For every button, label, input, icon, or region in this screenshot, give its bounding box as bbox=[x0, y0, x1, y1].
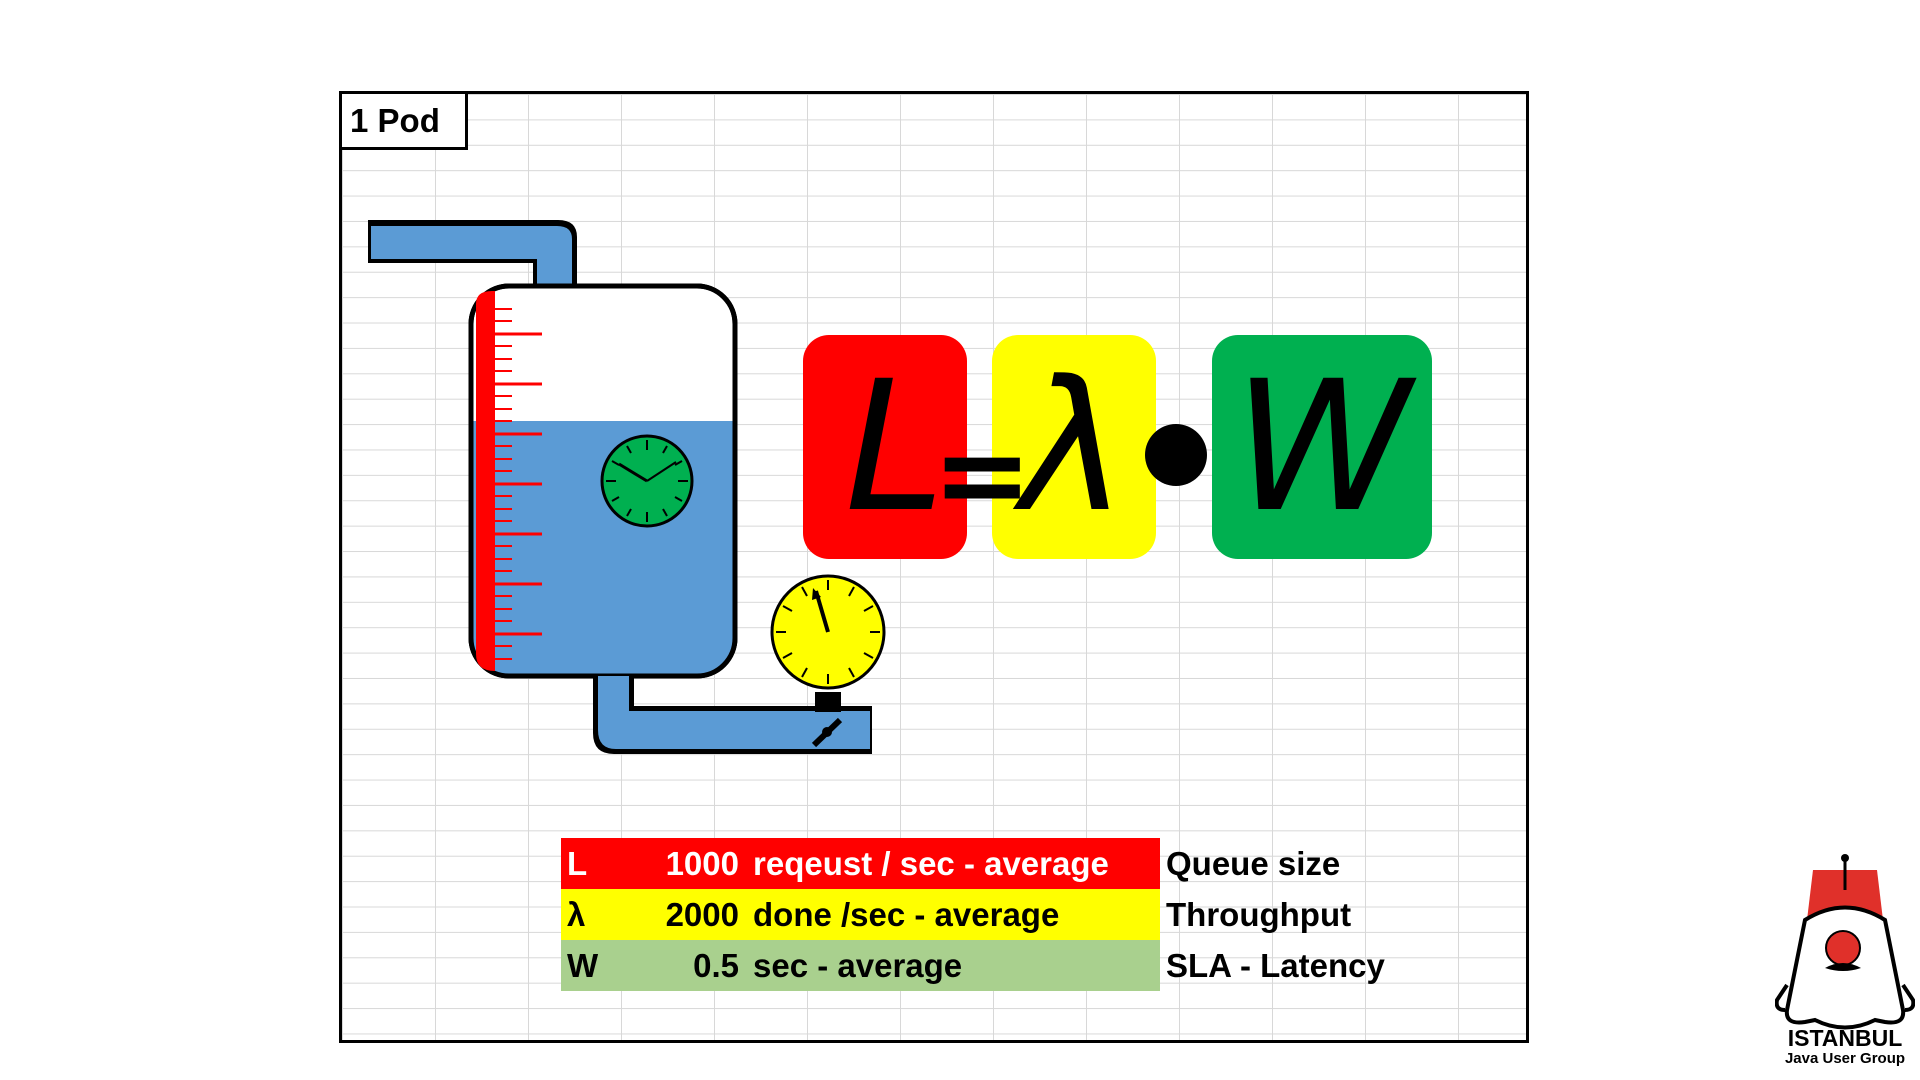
valve-icon bbox=[811, 717, 843, 748]
formula-w-box: W bbox=[1212, 335, 1432, 559]
formula-equals: = bbox=[932, 406, 1033, 545]
legend-description: done /sec - average bbox=[753, 895, 1060, 933]
diagram-frame: 1 Pod bbox=[339, 91, 1529, 1043]
legend-description: reqeust / sec - average bbox=[753, 844, 1109, 882]
legend-meaning: Throughput bbox=[1166, 895, 1352, 933]
logo-subtitle: Java User Group bbox=[1784, 1050, 1906, 1067]
legend-row-lambda: λ 2000 done /sec - average Throughput bbox=[561, 889, 1385, 940]
legend-row-colored-cells: W 0.5 sec - average bbox=[561, 940, 1160, 991]
legend-row-colored-cells: λ 2000 done /sec - average bbox=[561, 889, 1160, 940]
pod-label: 1 Pod bbox=[342, 94, 468, 150]
formula-lambda: λ bbox=[1020, 342, 1128, 552]
formula-multiply-dot bbox=[1145, 424, 1207, 486]
formula-l-box: L bbox=[803, 335, 967, 559]
legend-value: 0.5 bbox=[693, 946, 739, 984]
legend-description: sec - average bbox=[753, 946, 963, 984]
yellow-pressure-gauge-icon bbox=[770, 574, 886, 712]
legend-row-l: L 1000 reqeust / sec - average Queue siz… bbox=[561, 838, 1385, 889]
outlet-pipe bbox=[593, 676, 872, 754]
water-tank-illustration bbox=[368, 220, 886, 754]
duke-mascot-icon bbox=[1775, 854, 1915, 1030]
legend-row-colored-cells: L 1000 reqeust / sec - average bbox=[561, 838, 1160, 889]
logo-title: ISTANBUL bbox=[1787, 1025, 1903, 1051]
legend-meaning: SLA - Latency bbox=[1166, 946, 1385, 984]
legend-table: L 1000 reqeust / sec - average Queue siz… bbox=[561, 838, 1385, 991]
legend-symbol: λ bbox=[567, 895, 586, 933]
legend-value: 2000 bbox=[665, 895, 739, 933]
formula-lambda-box: λ bbox=[992, 335, 1156, 559]
legend-meaning: Queue size bbox=[1166, 844, 1341, 882]
legend-value: 1000 bbox=[665, 844, 739, 882]
formula-l: L bbox=[844, 342, 946, 552]
legend-symbol: L bbox=[567, 844, 588, 882]
legend-row-w: W 0.5 sec - average SLA - Latency bbox=[561, 940, 1385, 991]
legend-symbol: W bbox=[567, 946, 599, 984]
formula-w: W bbox=[1233, 342, 1411, 552]
inlet-pipe bbox=[368, 220, 577, 289]
green-clock-icon bbox=[600, 434, 694, 528]
